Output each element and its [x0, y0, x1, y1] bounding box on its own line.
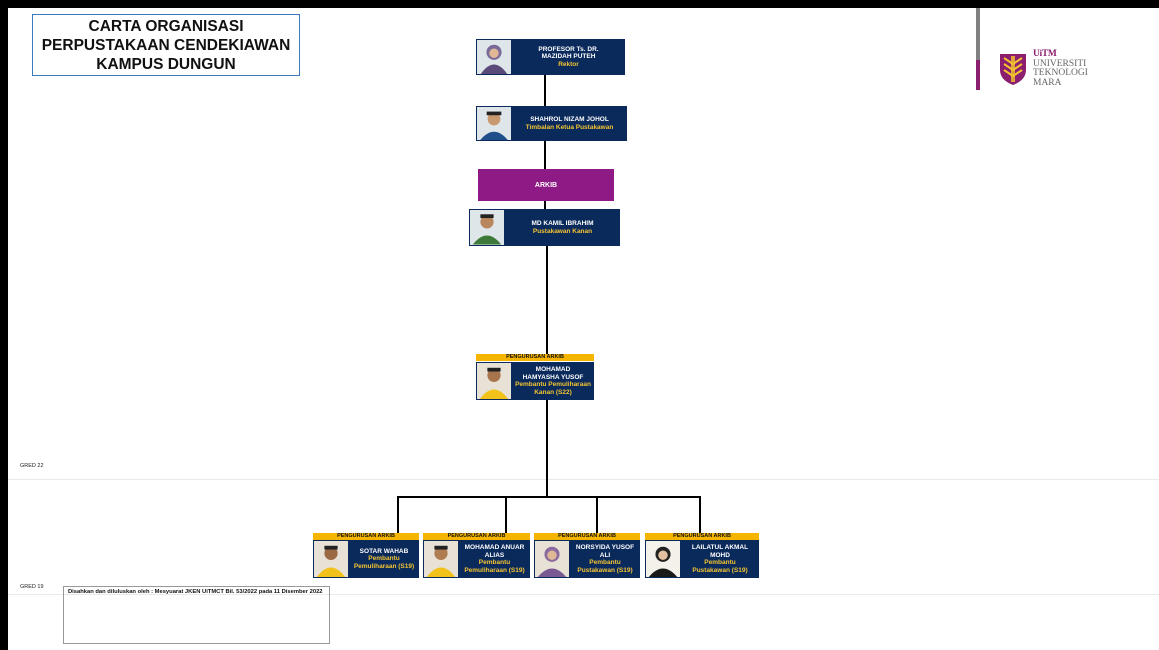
node-name: ALIAS	[484, 551, 505, 559]
avatar	[534, 540, 570, 578]
node-staff-2: MOHAMAD ANUAR ALIAS Pembantu Pemuliharaa…	[423, 540, 530, 578]
logo-line-2: UNIVERSITI	[1033, 58, 1087, 69]
org-chart-page: CARTA ORGANISASI PERPUSTAKAAN CENDEKIAWA…	[8, 8, 1159, 650]
uitm-crest-icon	[1000, 54, 1026, 85]
node-role: Pemuliharaan (S19)	[464, 566, 525, 574]
node-name: MD KAMIL IBRAHIM	[531, 220, 594, 227]
node-role: Pustakawan Kanan	[532, 227, 593, 235]
node-role: Kanan (S22)	[534, 388, 572, 396]
section-header-s22: PENGURUSAN ARKIB	[476, 354, 594, 361]
node-name: SHAHROL NIZAM JOHOL	[530, 116, 609, 123]
grade-line-22	[8, 479, 1159, 480]
node-role: Rektor	[558, 60, 579, 68]
section-header-staff-2: PENGURUSAN ARKIB	[423, 533, 530, 540]
node-role: Pembantu Pemuliharaan	[515, 381, 591, 388]
logo-line-1: UiTM	[1033, 49, 1057, 59]
grade-label-19: GRED 19	[20, 584, 44, 590]
title-line-3: KAMPUS DUNGUN	[96, 55, 236, 73]
node-name: MOHD	[710, 551, 730, 559]
node-name: SOTAR WAHAB	[359, 547, 409, 555]
node-name: NORSYIDA YUSOF	[575, 544, 635, 551]
node-pustakawan-kanan: MD KAMIL IBRAHIM Pustakawan Kanan	[469, 209, 620, 246]
avatar	[645, 540, 681, 578]
chart-title: CARTA ORGANISASI PERPUSTAKAAN CENDEKIAWA…	[32, 14, 300, 76]
connector-drop-3	[596, 496, 598, 533]
node-rektor: PROFESOR Ts. DR. MAZIDAH PUTEH Rektor	[476, 39, 625, 75]
node-s22: MOHAMAD HAMYASHA YUSOF Pembantu Pemuliha…	[476, 362, 594, 400]
connector-s22-bus	[546, 400, 548, 497]
section-header-staff-4: PENGURUSAN ARKIB	[645, 533, 759, 540]
node-role: Pembantu	[478, 559, 511, 566]
approval-note: Disahkan dan diluluskan oleh : Mesyuarat…	[63, 586, 330, 644]
avatar	[476, 106, 512, 141]
grade-label-22: GRED 22	[20, 463, 44, 469]
node-role: Pustakawan (S19)	[692, 566, 748, 574]
title-line-2: PERPUSTAKAAN CENDEKIAWAN	[41, 36, 291, 54]
connector-drop-4	[699, 496, 701, 533]
node-timbalan: SHAHROL NIZAM JOHOL Timbalan Ketua Pusta…	[476, 106, 627, 141]
logo-line-3: TEKNOLOGI	[1033, 68, 1088, 78]
connector-kanan-s22	[546, 246, 548, 354]
node-role: Pembantu	[704, 559, 736, 566]
title-line-1: CARTA ORGANISASI	[88, 17, 244, 35]
node-name: MOHAMAD ANUAR	[464, 544, 525, 551]
node-name: MAZIDAH PUTEH	[541, 53, 596, 61]
connector-rektor-timbalan	[544, 75, 546, 106]
connector-horizontal-bus	[397, 496, 701, 498]
node-staff-4: LAILATUL AKMAL MOHD Pembantu Pustakawan …	[645, 540, 759, 578]
node-name: LAILATUL AKMAL	[691, 544, 749, 551]
node-name: ALI	[599, 551, 611, 559]
node-role: Pembantu	[368, 555, 400, 563]
connector-arkib-kanan	[544, 201, 546, 209]
node-role: Pemuliharaan (S19)	[353, 562, 415, 570]
grade-line-19	[8, 594, 1159, 595]
logo-line-4: MARA	[1033, 77, 1062, 88]
node-staff-3: NORSYIDA YUSOF ALI Pembantu Pustakawan (…	[534, 540, 640, 578]
avatar	[313, 540, 349, 578]
section-header-staff-1: PENGURUSAN ARKIB	[313, 533, 419, 540]
connector-drop-2	[505, 496, 507, 533]
node-role: Pembantu	[589, 559, 621, 566]
arkib-section: ARKIB	[478, 169, 614, 201]
avatar	[476, 362, 512, 400]
connector-timbalan-arkib	[544, 141, 546, 169]
node-staff-1: SOTAR WAHAB Pembantu Pemuliharaan (S19)	[313, 540, 419, 578]
node-role: Timbalan Ketua Pustakawan	[525, 123, 614, 131]
avatar	[423, 540, 459, 578]
node-name: MOHAMAD	[535, 366, 571, 373]
avatar	[476, 39, 512, 75]
connector-drop-1	[397, 496, 399, 533]
logo-text: UiTM UNIVERSITI TEKNOLOGI MARA	[1033, 49, 1088, 88]
uitm-logo: UiTM UNIVERSITI TEKNOLOGI MARA	[998, 49, 1088, 88]
avatar	[469, 209, 505, 246]
node-role: Pustakawan (S19)	[577, 566, 633, 574]
node-name: PROFESOR Ts. DR.	[538, 45, 599, 53]
logo-divider	[976, 8, 980, 90]
section-header-staff-3: PENGURUSAN ARKIB	[534, 533, 640, 540]
node-name: HAMYASHA YUSOF	[522, 373, 584, 381]
